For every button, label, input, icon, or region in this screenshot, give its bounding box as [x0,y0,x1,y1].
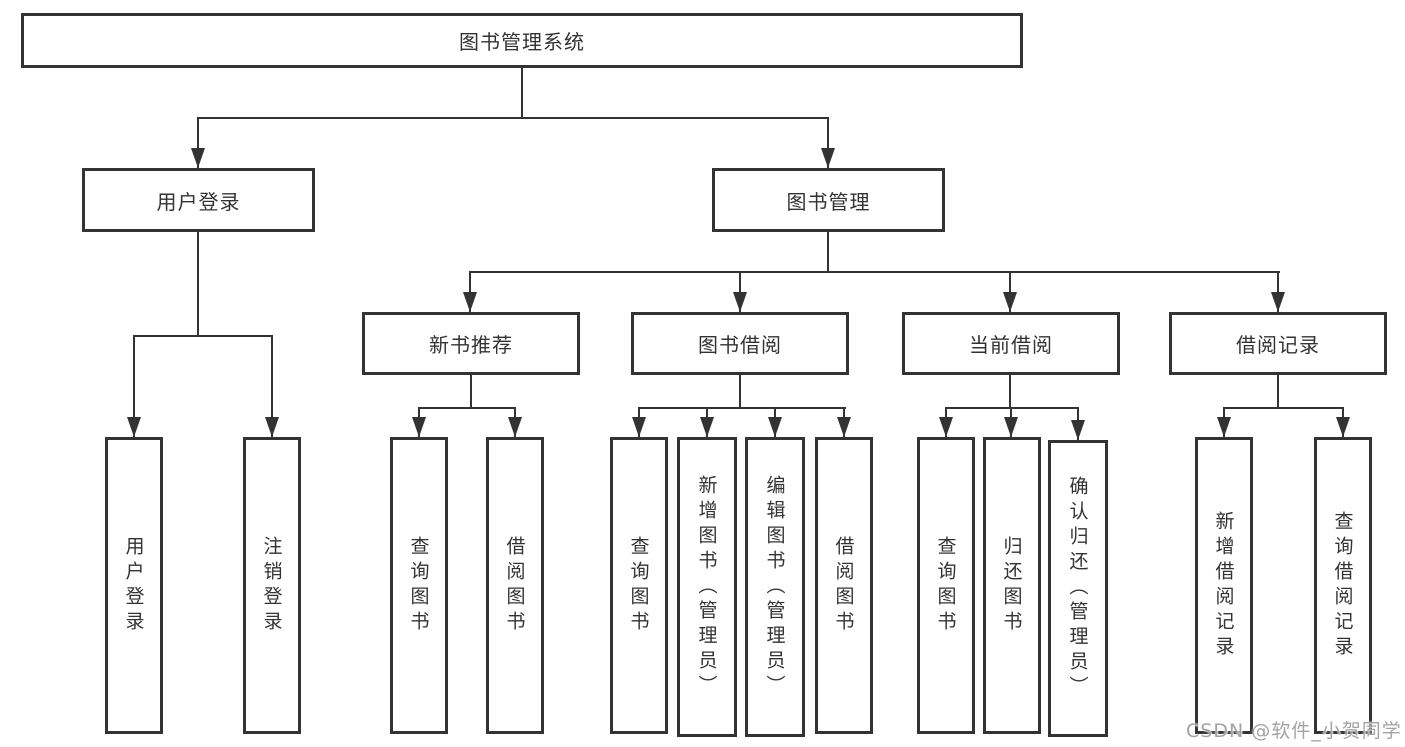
connector-arrow-down [1342,407,1344,437]
connector-arrow-down [1277,271,1279,312]
connector-line [470,375,472,408]
connector-arrow-down [197,117,199,168]
connector-arrow-down [1010,407,1012,437]
node-leaf-query-borrow-record: 查询借阅记录 [1314,437,1372,734]
node-user-login: 用户登录 [82,168,315,232]
node-leaf-return-books: 归还图书 [983,437,1041,734]
connector-arrow-down [706,407,708,437]
connector-arrow-down [271,335,273,437]
connector-line [1009,375,1011,408]
connector-arrow-down [514,407,516,437]
connector-line [1277,375,1279,408]
connector-arrow-down [638,407,640,437]
connector-line [1223,407,1344,409]
node-leaf-query-books-current: 查询图书 [917,437,975,734]
node-library-management-system: 图书管理系统 [21,13,1023,68]
connector-line [739,375,741,408]
node-leaf-user-login: 用户登录 [105,437,163,734]
node-leaf-edit-books-admin: 编辑图书（管理员） [745,437,805,737]
node-leaf-add-books-admin: 新增图书（管理员） [677,437,737,737]
connector-arrow-down [774,407,776,437]
node-leaf-borrow-books-recommend: 借阅图书 [486,437,544,734]
connector-arrow-down [739,271,741,312]
node-new-book-recommendation: 新书推荐 [362,312,580,375]
connector-arrow-down [133,335,135,437]
connector-arrow-down [469,271,471,312]
connector-arrow-down [1009,271,1011,312]
node-leaf-borrow-books-borrowing: 借阅图书 [815,437,873,734]
node-borrowing-records: 借阅记录 [1169,312,1387,375]
connector-line [638,407,846,409]
connector-line [945,407,1079,409]
connector-line [418,407,516,409]
connector-line [521,66,523,118]
node-current-borrowing: 当前借阅 [902,312,1120,375]
connector-line [197,117,829,119]
node-book-management: 图书管理 [712,168,945,232]
connector-arrow-down [843,407,845,437]
connector-line [827,232,829,272]
connector-line [197,232,199,336]
connector-arrow-down [1223,407,1225,437]
csdn-watermark: CSDN @软件_小贺同学 [1186,720,1402,742]
node-leaf-query-books-recommend: 查询图书 [390,437,448,734]
node-leaf-logout: 注销登录 [243,437,301,734]
connector-arrow-down [827,117,829,168]
connector-line [133,335,273,337]
connector-arrow-down [945,407,947,437]
node-leaf-add-borrow-record: 新增借阅记录 [1195,437,1253,734]
connector-arrow-down [1077,407,1079,440]
node-book-borrowing: 图书借阅 [631,312,849,375]
node-leaf-query-books-borrowing: 查询图书 [610,437,668,734]
node-leaf-confirm-return-admin: 确认归还（管理员） [1048,440,1108,737]
connector-arrow-down [418,407,420,437]
connector-line [469,271,1280,273]
